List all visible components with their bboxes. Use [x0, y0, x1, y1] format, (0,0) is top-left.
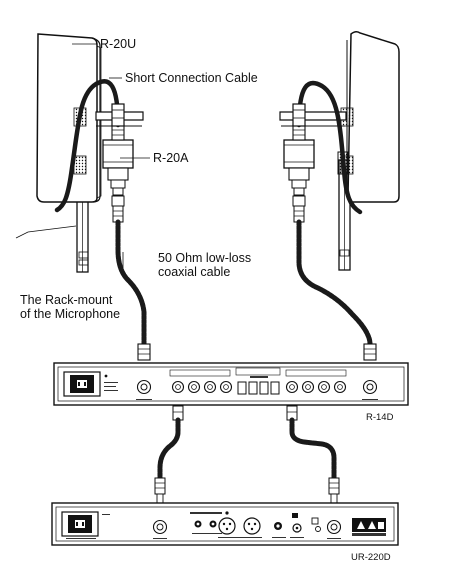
right-amplifier-bnc-connector-icon	[292, 195, 306, 223]
left-short-cable-connector-icon	[111, 103, 125, 127]
label-leader-lines	[15, 43, 150, 268]
receiver-antenna-a-input-icon	[152, 519, 168, 535]
receiver-unit	[51, 502, 399, 546]
receiver-power-inlet-icon	[61, 511, 99, 537]
splitter-a-outputs	[169, 369, 233, 394]
right-short-cable-connector-icon	[292, 103, 306, 127]
splitter-a-out-1-icon	[171, 380, 185, 394]
right-antenna-assembly	[279, 30, 400, 361]
splitter-b-out-4-icon	[333, 380, 347, 394]
splitter-unit	[53, 362, 409, 406]
splitter-power-inlet-icon	[63, 371, 101, 397]
short-cable-label: Short Connection Cable	[125, 71, 258, 85]
splitter-a-out-3-icon	[203, 380, 217, 394]
splitter-a-out-4-icon	[219, 380, 233, 394]
receiver-model-label: UR-220D	[351, 552, 391, 563]
left-short-cable	[54, 79, 121, 213]
right-amplifier-icon	[283, 124, 315, 196]
left-antenna-assembly	[36, 33, 151, 361]
receiver-cable-a	[154, 405, 184, 504]
receiver-cable-b	[286, 405, 340, 504]
rack-mount-label-line2: of the Microphone	[20, 307, 120, 321]
receiver-warning-label-icon	[352, 518, 386, 536]
receiver-cable-b-bottom-connector-icon	[328, 477, 340, 495]
rack-mount-label-line1: The Rack-mount	[20, 293, 113, 307]
left-amplifier-bnc-connector-icon	[111, 195, 125, 223]
splitter-b-out-3-icon	[317, 380, 331, 394]
right-coax-splitter-connector-icon	[363, 343, 377, 361]
receiver-cable-a-bottom-connector-icon	[154, 477, 166, 495]
left-coax-cable	[115, 219, 147, 347]
splitter-model-label: R-14D	[366, 412, 394, 423]
receiver-phone-jacks-icon	[190, 512, 222, 534]
receiver-xlr-outputs-icon	[218, 511, 262, 538]
left-amplifier-icon	[102, 124, 134, 196]
antenna-model-label: R-20U	[100, 37, 136, 51]
right-panel-antenna-icon	[340, 30, 400, 203]
coax-label-line1: 50 Ohm low-loss	[158, 251, 251, 265]
receiver-ground-screw-icon	[311, 517, 319, 525]
coax-label-line2: coaxial cable	[158, 265, 230, 279]
receiver-dc-input-icon	[290, 513, 304, 538]
splitter-a-out-2-icon	[187, 380, 201, 394]
right-short-cable	[296, 80, 363, 215]
left-coax-splitter-connector-icon	[137, 343, 151, 361]
splitter-b-out-2-icon	[301, 380, 315, 394]
receiver-antenna-b-input-icon	[326, 519, 342, 535]
splitter-b-outputs	[285, 369, 347, 394]
splitter-dip-switches-icon	[235, 367, 281, 395]
right-coax-cable	[296, 219, 373, 347]
amplifier-model-label: R-20A	[153, 151, 189, 165]
splitter-b-out-1-icon	[285, 380, 299, 394]
